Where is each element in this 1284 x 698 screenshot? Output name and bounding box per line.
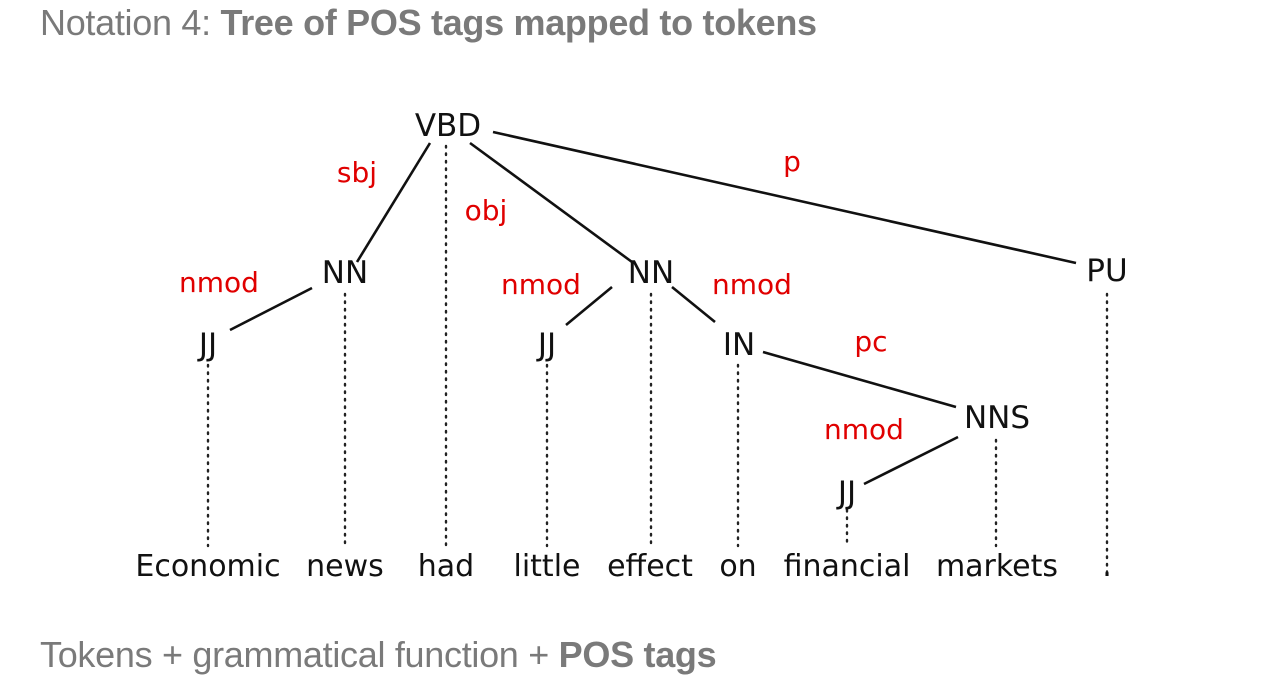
tag-jj-economic: JJ bbox=[197, 327, 217, 363]
title-bold: Tree of POS tags mapped to tokens bbox=[220, 2, 818, 43]
tag-pu: PU bbox=[1086, 253, 1127, 289]
title-prefix: Notation 4: bbox=[40, 2, 221, 43]
edge-nn-effect-in bbox=[671, 285, 716, 324]
token-markets: markets bbox=[936, 549, 1058, 584]
rel-obj: obj bbox=[465, 194, 508, 227]
token-financial: financial bbox=[784, 549, 911, 584]
edge-vbd-nn-effect bbox=[469, 141, 633, 264]
rel-sbj: sbj bbox=[337, 156, 377, 189]
edge-vbd-pu bbox=[492, 130, 1077, 265]
token-little: little bbox=[514, 549, 581, 584]
token-news: news bbox=[306, 549, 384, 584]
token-effect: effect bbox=[607, 549, 693, 584]
edge-in-nns bbox=[762, 350, 957, 409]
edge-nns-jj bbox=[863, 435, 959, 486]
token-on: on bbox=[719, 549, 756, 584]
edge-vbd-nn-news bbox=[355, 142, 432, 263]
rel-pc: pc bbox=[854, 325, 887, 358]
rel-nmod-economic: nmod bbox=[179, 266, 259, 299]
tag-nns-markets: NNS bbox=[964, 400, 1030, 436]
rel-p: p bbox=[783, 145, 801, 178]
rel-nmod-little: nmod bbox=[501, 268, 581, 301]
edge-nn-effect-jj bbox=[565, 285, 613, 327]
slide-title: Notation 4: Tree of POS tags mapped to t… bbox=[40, 2, 817, 44]
tag-jj-little: JJ bbox=[536, 327, 556, 363]
rel-nmod-financial: nmod bbox=[824, 413, 904, 446]
tag-jj-financial: JJ bbox=[836, 475, 856, 511]
token-had: had bbox=[418, 549, 474, 584]
tag-nn-news: NN bbox=[322, 255, 368, 291]
tag-vbd: VBD bbox=[415, 108, 481, 144]
rel-nmod-on: nmod bbox=[712, 268, 792, 301]
edge-nn-news-jj bbox=[229, 286, 313, 332]
token-economic: Economic bbox=[135, 549, 280, 584]
slide-caption: Tokens + grammatical function + POS tags bbox=[40, 634, 717, 676]
tag-nn-effect: NN bbox=[628, 255, 674, 291]
tag-in-on: IN bbox=[723, 327, 755, 363]
token-punct: . bbox=[1102, 549, 1112, 584]
caption-prefix: Tokens + grammatical function + bbox=[40, 634, 559, 675]
caption-bold: POS tags bbox=[558, 634, 717, 675]
